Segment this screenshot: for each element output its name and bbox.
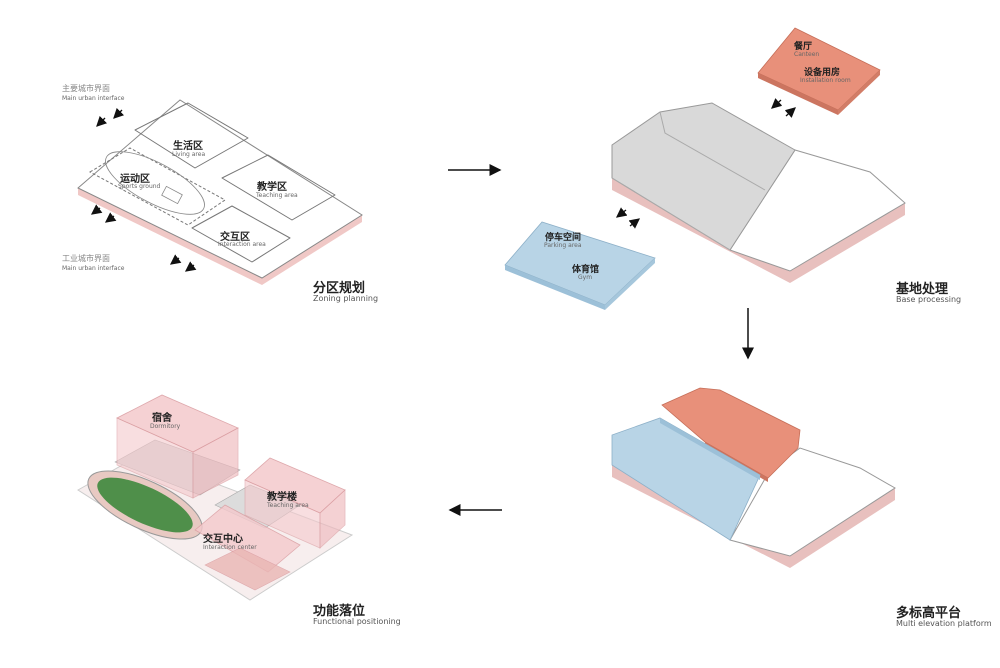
canteen-zh: 餐厅 [794,42,813,52]
interface-top-zh: 主要城市界面 [62,84,110,93]
multi-elevation-model [611,387,896,568]
zone-living-zh: 生活区 [173,141,203,152]
caption-functional-en: Functional positioning [313,617,401,626]
caption-platform-zh: 多标高平台 [896,606,962,621]
caption-zoning-zh: 分区规划 [313,281,366,296]
parking-en: Parking area [544,242,582,249]
caption-zoning-en: Zoning planning [313,294,379,303]
dorm-en: Dormitory [150,423,181,430]
zone-sports-zh: 运动区 [120,174,150,185]
interface-bottom-en: Main urban interface [62,265,125,272]
functional-model [77,394,354,601]
install-en: Installation room [800,77,851,84]
zone-interaction-zh: 交互区 [220,232,250,243]
zone-teaching-en: Teaching area [256,192,298,199]
caption-platform-en: Multi elevation platform [896,619,992,628]
gym-en: Gym [578,274,593,281]
parking-gym-block [504,221,656,310]
canteen-en: Canteen [794,51,820,58]
parking-zh: 停车空间 [545,233,582,243]
move-arrows [615,98,796,229]
interface-arrows [90,107,197,272]
inter-en: Interaction center [203,544,257,551]
zone-interaction-en: Interaction area [218,241,266,248]
caption-functional-zh: 功能落位 [313,604,366,619]
canteen-block [757,27,881,115]
caption-base-en: Base processing [896,295,962,304]
zone-teaching-zh: 教学区 [257,182,287,193]
teach-zh: 教学楼 [267,492,297,503]
zone-sports-en: Sports ground [118,183,161,190]
caption-base-zh: 基地处理 [896,282,949,297]
base-processing-model [611,102,906,283]
install-zh: 设备用房 [804,68,841,78]
dorm-zh: 宿舍 [152,413,172,424]
interface-top-en: Main urban interface [62,95,125,102]
inter-zh: 交互中心 [203,534,243,545]
zoning-plan-model [77,99,363,285]
teach-en: Teaching area [267,502,309,509]
zone-living-en: Living area [172,151,206,158]
gym-zh: 体育馆 [572,265,600,275]
interface-bottom-zh: 工业城市界面 [62,254,110,263]
